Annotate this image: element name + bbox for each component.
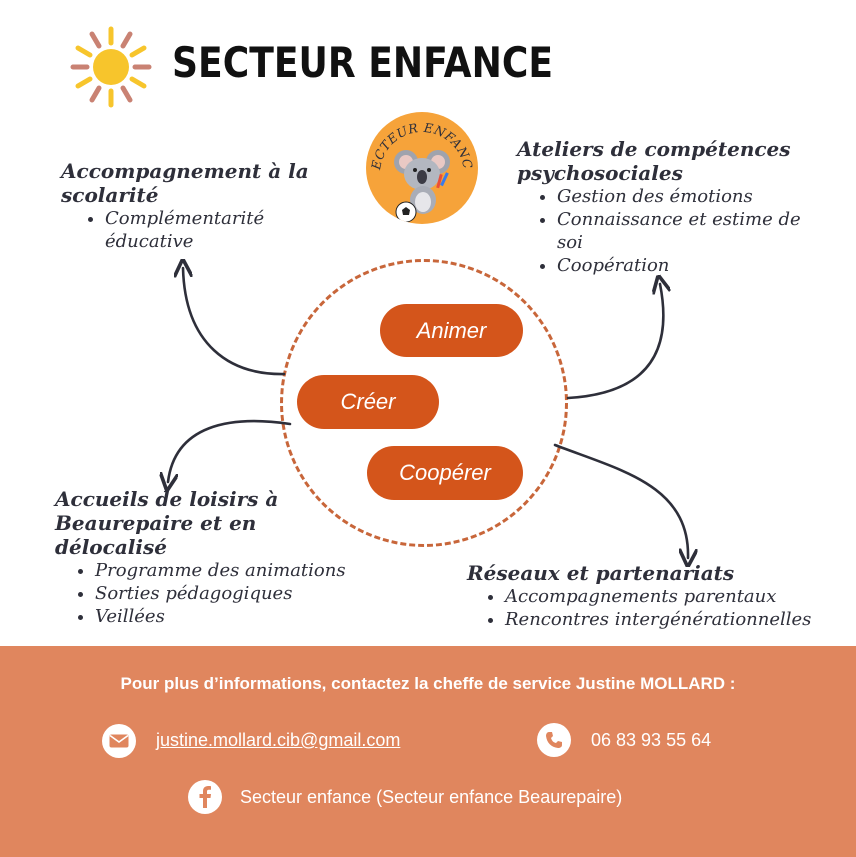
section-reseaux: Réseaux et partenariats Accompagnements … <box>467 561 847 631</box>
section-title: Réseaux et partenariats <box>467 561 735 585</box>
list-item: Veillées <box>95 605 365 628</box>
center-dashed-circle <box>280 259 568 547</box>
email-link[interactable]: justine.mollard.cib@gmail.com <box>156 730 401 750</box>
phone-icon <box>537 723 571 757</box>
arrow-bottom-left <box>168 419 292 482</box>
section-accueils: Accueils de loisirs à Beaurepaire et en … <box>55 487 365 628</box>
section-list: Complémentarité éducative <box>61 207 321 253</box>
list-item: Gestion des émotions <box>557 185 817 208</box>
envelope-icon <box>102 724 136 758</box>
list-item: Rencontres intergénérationnelles <box>505 608 847 631</box>
pill-animer: Animer <box>380 304 523 357</box>
section-list: Accompagnements parentaux Rencontres int… <box>467 585 847 631</box>
pill-cooperer: Coopérer <box>367 446 523 500</box>
list-item: Programme des animations <box>95 559 365 582</box>
page-title: SECTEUR ENFANCE <box>172 38 554 87</box>
section-title: Accompagnement à la scolarité <box>61 159 309 207</box>
list-item: Coopération <box>557 254 817 277</box>
section-title: Ateliers de compétences psychosociales <box>517 137 791 185</box>
arrow-top-right <box>566 284 663 400</box>
list-item: Accompagnements parentaux <box>505 585 847 608</box>
section-scolarite: Accompagnement à la scolarité Complément… <box>61 159 321 253</box>
arrow-top-left <box>183 268 286 376</box>
section-list: Programme des animations Sorties pédagog… <box>55 559 365 628</box>
section-title: Accueils de loisirs à Beaurepaire et en … <box>55 487 279 559</box>
section-competences: Ateliers de compétences psychosociales G… <box>517 137 817 277</box>
section-list: Gestion des émotions Connaissance et est… <box>517 185 817 277</box>
sun-icon <box>68 24 154 110</box>
phone-number[interactable]: 06 83 93 55 64 <box>591 730 712 750</box>
contact-intro: Pour plus d’informations, contactez la c… <box>120 674 736 693</box>
list-item: Complémentarité éducative <box>105 207 321 253</box>
facebook-icon <box>188 780 222 814</box>
arrow-bottom-right <box>553 443 688 558</box>
list-item: Connaissance et estime de soi <box>557 208 817 254</box>
contact-footer: Pour plus d’informations, contactez la c… <box>0 646 856 857</box>
connector-arrows <box>0 0 856 646</box>
pill-creer: Créer <box>297 375 439 429</box>
list-item: Sorties pédagogiques <box>95 582 365 605</box>
facebook-page[interactable]: Secteur enfance (Secteur enfance Beaurep… <box>240 787 623 807</box>
